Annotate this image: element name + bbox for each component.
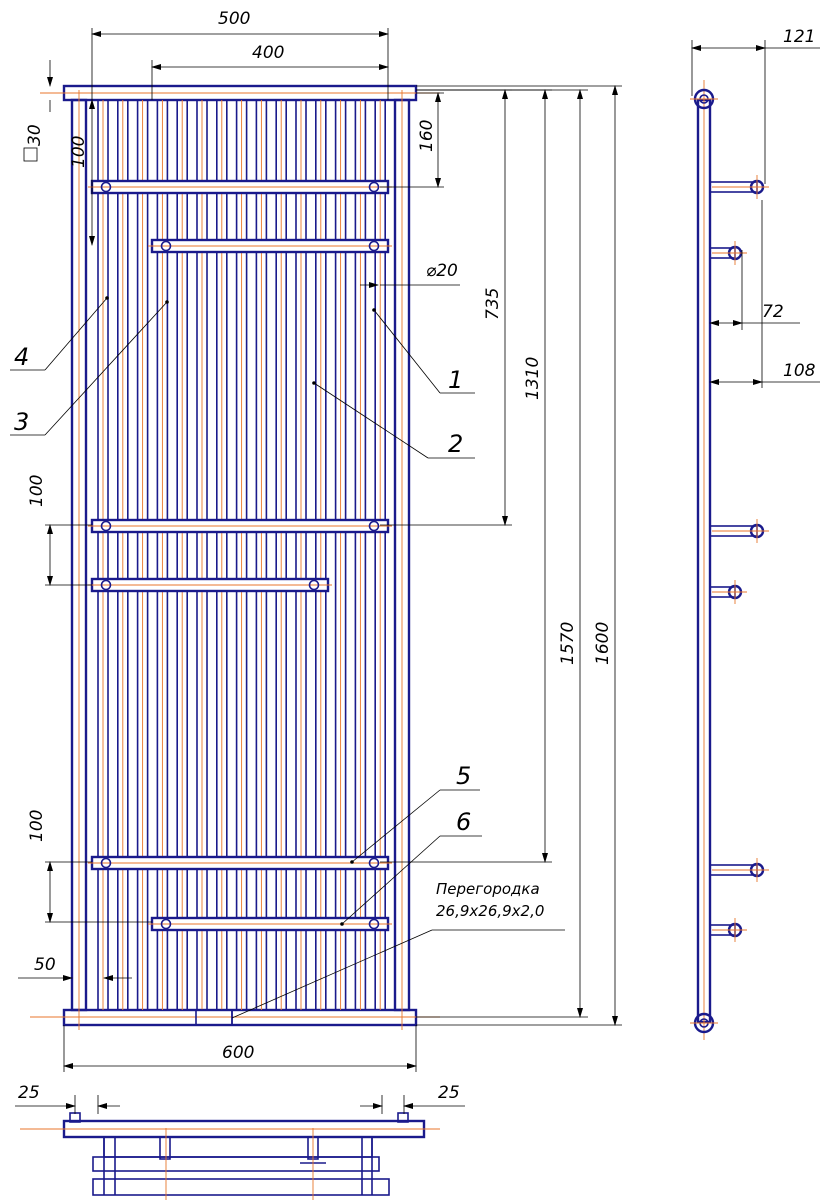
partition-note-size: 26,9х26,9х2,0	[436, 902, 544, 920]
dim-25-right: 25	[438, 1083, 460, 1103]
dim-121: 121	[783, 27, 815, 47]
callout-6: 6	[456, 808, 471, 836]
vertical-tube	[117, 99, 129, 1011]
horizontal-bar	[88, 577, 332, 593]
vertical-tube	[235, 99, 248, 1011]
dim-1600: 1600	[593, 622, 613, 665]
plan-view	[15, 1095, 465, 1200]
callout-leaders	[10, 296, 565, 1019]
labels: 500 400 30 100 160 ⌀20 735 1310 1570 160…	[14, 9, 816, 1103]
callout-1: 1	[448, 366, 463, 394]
front-dimensions	[18, 28, 622, 1072]
horizontal-bar	[88, 179, 392, 195]
side-arm	[709, 175, 769, 199]
dim-100-top: 100	[69, 136, 89, 168]
side-arm	[709, 580, 747, 604]
dim-600: 600	[222, 1043, 254, 1063]
vertical-tube	[136, 99, 149, 1011]
side-arms	[709, 175, 769, 942]
vertical-tube	[176, 99, 188, 1011]
horizontal-bar	[148, 238, 392, 254]
vertical-tube	[255, 99, 268, 1011]
horizontal-bar	[88, 518, 392, 534]
front-view	[30, 84, 440, 1030]
vertical-tube	[196, 99, 208, 1011]
dim-1310: 1310	[523, 357, 543, 400]
dim-100-mid: 100	[27, 475, 47, 507]
horizontal-bar	[88, 855, 392, 871]
side-view	[690, 80, 769, 1040]
dim-400: 400	[252, 43, 284, 63]
callout-2: 2	[448, 430, 463, 458]
dim-100-low: 100	[27, 810, 47, 842]
vertical-tube	[216, 99, 228, 1011]
vertical-tube	[354, 99, 367, 1011]
dim-25-left: 25	[18, 1083, 40, 1103]
horizontal-bar	[148, 916, 392, 932]
vertical-tube	[374, 99, 387, 1011]
side-arm	[709, 918, 747, 942]
dim-160: 160	[417, 120, 437, 152]
callout-4: 4	[14, 343, 29, 371]
dim-72: 72	[762, 302, 784, 322]
callout-5: 5	[456, 762, 471, 790]
vertical-tube	[97, 99, 109, 1011]
callout-3: 3	[14, 408, 29, 436]
vertical-tube	[314, 99, 327, 1011]
dim-diameter-20: ⌀20	[426, 261, 458, 281]
side-dimensions	[691, 40, 820, 388]
vertical-tube	[334, 99, 347, 1011]
side-arm	[709, 858, 769, 882]
side-arm	[709, 241, 747, 265]
dim-1570: 1570	[558, 622, 578, 665]
vertical-tubes	[97, 99, 387, 1011]
dim-108: 108	[783, 361, 816, 381]
side-arm	[709, 519, 769, 543]
vertical-tube	[295, 99, 307, 1011]
vertical-tube	[275, 99, 288, 1011]
partition-note-title: Перегородка	[436, 880, 540, 898]
dim-50: 50	[34, 955, 56, 975]
dim-735: 735	[483, 288, 503, 320]
vertical-tube	[156, 99, 169, 1011]
dim-30: 30	[25, 124, 45, 146]
dim-500: 500	[218, 9, 250, 29]
